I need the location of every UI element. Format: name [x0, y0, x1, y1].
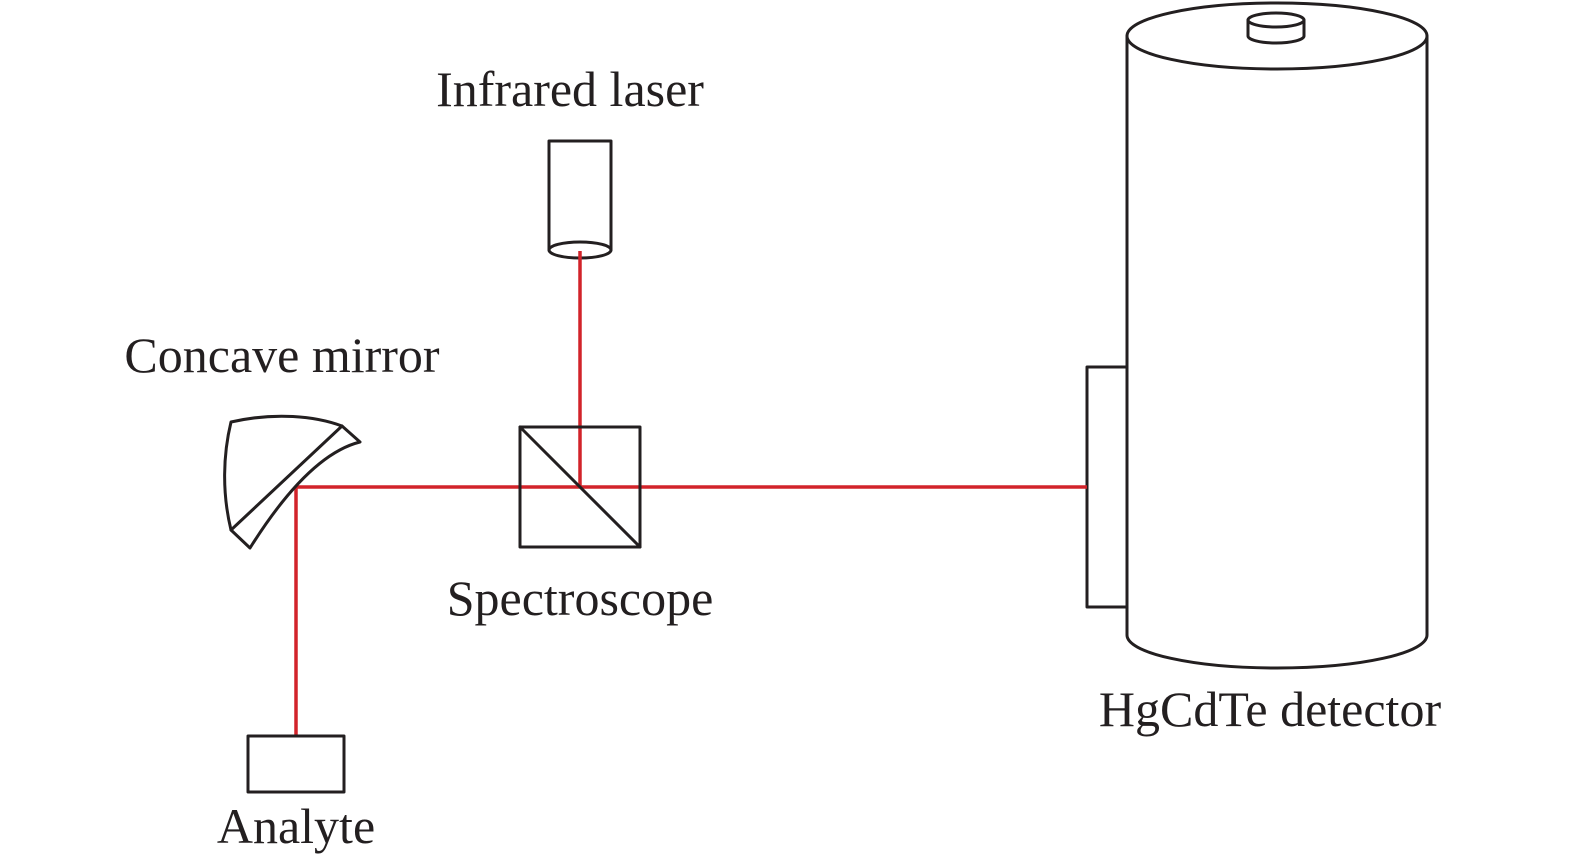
hgcdte-detector-label: HgCdTe detector [1099, 681, 1442, 737]
spectroscope-label: Spectroscope [447, 570, 714, 626]
mirror-shape [223, 414, 362, 550]
infrared-laser-label: Infrared laser [436, 61, 704, 117]
detector-cap-top [1246, 11, 1306, 29]
mirror-reflective-edge [229, 424, 344, 532]
laser-body [547, 139, 613, 252]
spectroscope-diagonal [518, 425, 642, 549]
analyte-label: Analyte [217, 798, 375, 854]
infrared-laser [547, 139, 613, 260]
concave-mirror [223, 414, 362, 550]
spectroscope-cube [518, 425, 642, 549]
analyte-sample [246, 734, 346, 794]
laser-beam-paths [294, 251, 1087, 736]
detector-body [1125, 34, 1429, 670]
concave-mirror-label: Concave mirror [124, 327, 440, 383]
spectroscope [518, 425, 642, 549]
hgcdte-detector [1085, 1, 1429, 670]
detector-window-port [1085, 365, 1129, 609]
